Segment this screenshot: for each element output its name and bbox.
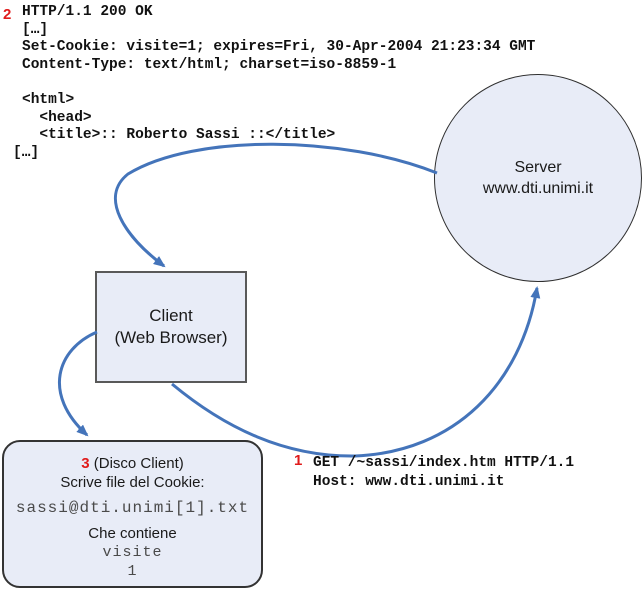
request-line: GET /~sassi/index.htm HTTP/1.1: [313, 455, 575, 471]
cookie-value: 1: [127, 563, 138, 580]
client-sublabel: (Web Browser): [114, 328, 228, 347]
response-line: Content-Type: text/html; charset=iso-885…: [22, 56, 397, 73]
cookie-filename: sassi@dti.unimi[1].txt: [15, 499, 250, 517]
write-cookie-arrow: [58, 330, 98, 437]
client-node: Client (Web Browser): [95, 271, 247, 383]
server-node: Server www.dti.unimi.it: [434, 74, 642, 282]
server-hostname: www.dti.unimi.it: [482, 180, 594, 197]
request-line: Host: www.dti.unimi.it: [313, 474, 505, 490]
response-trailing-ellipsis: […]: [13, 145, 40, 161]
response-line: Set-Cookie: visite=1; expires=Fri, 30-Ap…: [22, 39, 536, 56]
cookie-key: visite: [102, 544, 163, 561]
step-2-label: 2: [3, 6, 12, 23]
cookie-box-title-text: (Disco Client): [89, 455, 184, 472]
http-response-code: HTTP/1.1 200 OK […] Set-Cookie: visite=1…: [22, 4, 535, 145]
response-line: […]: [22, 21, 49, 38]
http-request-code: GET /~sassi/index.htm HTTP/1.1 Host: www…: [313, 455, 574, 493]
step-3-label: 3: [81, 455, 90, 472]
cookie-file-box: 3 (Disco Client) Scrive file del Cookie:…: [2, 440, 263, 588]
step-1-label: 1: [294, 452, 303, 469]
cookie-box-subtitle: Scrive file del Cookie:: [60, 474, 205, 491]
cookie-contains-label: Che contiene: [88, 525, 177, 542]
server-label: Server: [514, 159, 562, 176]
response-line: <title>:: Roberto Sassi ::</title>: [22, 127, 336, 144]
response-line: [22, 74, 535, 92]
response-arrow: [114, 142, 438, 268]
response-line: <head>: [22, 109, 92, 126]
response-line: <html>: [22, 91, 75, 108]
cookie-box-title: 3 (Disco Client): [81, 454, 184, 473]
client-label: Client: [149, 306, 193, 325]
response-line: HTTP/1.1 200 OK: [22, 4, 153, 20]
